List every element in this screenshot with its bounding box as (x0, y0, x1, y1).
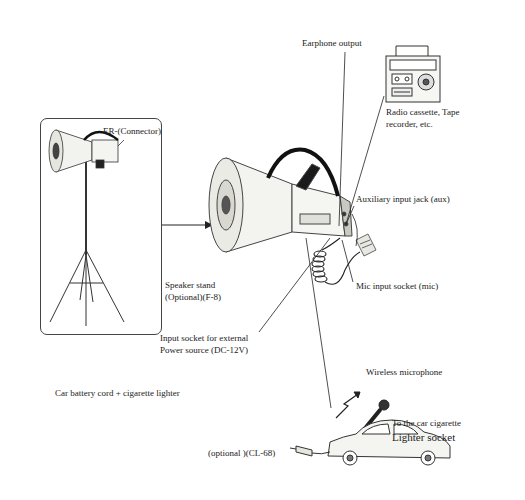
callout-label: Wireless microphone (366, 366, 486, 378)
callout-label: Auxiliary input jack (aux) (356, 193, 496, 205)
callout-label: Car battery cord + cigarette lighter (55, 387, 255, 399)
callout-label: To the car cigarette (392, 417, 512, 429)
part-label: ER-(Connector) (103, 125, 183, 137)
callout-label: Earphone output (302, 37, 412, 49)
callout-label: Input socket for external Power source (… (160, 332, 272, 356)
part-label: Speaker stand (Optional)(F-8) (165, 279, 237, 303)
callout-label: Lighter socket (392, 430, 512, 445)
inset-frame: ER-(Connector)Speaker stand (Optional)(F… (40, 118, 162, 335)
callout-label: Radio cassette, Tape recorder, etc. (386, 106, 466, 130)
callout-label: (optional )(CL-68) (208, 447, 308, 459)
callout-label: Mic input socket (mic) (356, 280, 476, 292)
